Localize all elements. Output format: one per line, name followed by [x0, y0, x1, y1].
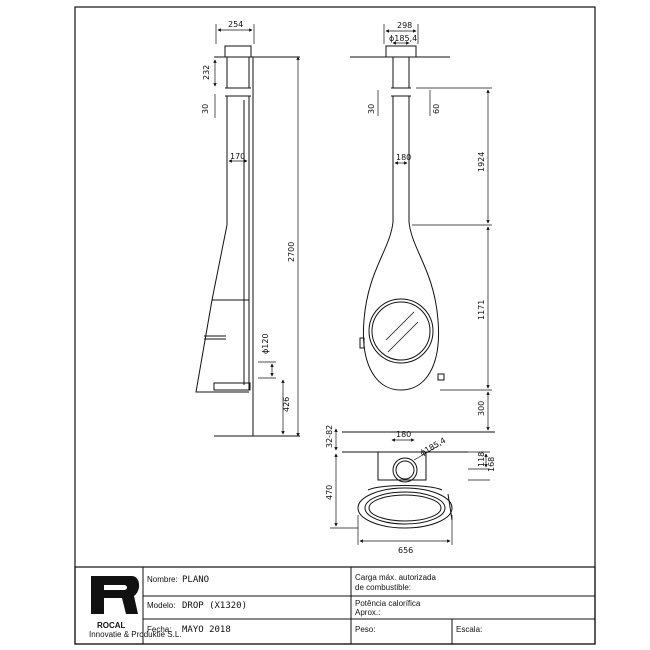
- dim-front-60: 60: [432, 104, 441, 114]
- dim-front-1171: 1171: [477, 300, 486, 320]
- fecha-value: MAYO 2018: [182, 625, 231, 635]
- potencia-label-line2: Aprox.:: [355, 608, 380, 617]
- side-view: [195, 45, 300, 437]
- dim-plan-32-82: 32-82: [325, 425, 334, 448]
- plan-view: [342, 451, 468, 529]
- plan-view-dimensions: [330, 428, 490, 545]
- nombre-value: PLANO: [182, 575, 209, 585]
- dim-plan-470: 470: [325, 485, 334, 500]
- peso-label: Peso:: [355, 625, 375, 634]
- dim-side-232: 232: [202, 65, 211, 80]
- modelo-label: Modelo:: [147, 601, 175, 610]
- dim-front-298: 298: [397, 21, 412, 30]
- dim-side-2700: 2700: [287, 242, 296, 262]
- dim-front-180: 180: [396, 153, 411, 162]
- nombre-label: Nombre:: [147, 575, 178, 584]
- side-view-dimensions: [213, 24, 300, 437]
- dim-side-254: 254: [228, 20, 243, 29]
- dim-side-426: 426: [282, 397, 291, 412]
- escala-label: Escala:: [456, 625, 482, 634]
- dim-plan-168: 168: [487, 457, 496, 472]
- dim-plan-180: 180: [396, 430, 411, 439]
- title-block: ROCAL Innovatie & Produktie S.L. Nombre:…: [74, 566, 596, 645]
- dim-plan-656: 656: [398, 546, 413, 555]
- rocal-logo: ROCAL Innovatie & Produktie S.L.: [89, 576, 182, 639]
- logo-subtext: Innovatie & Produktie S.L.: [89, 630, 182, 639]
- front-view: [342, 45, 495, 433]
- dim-front-30: 30: [367, 104, 376, 114]
- potencia-label-line1: Potência calorífica: [355, 599, 421, 608]
- logo-text: ROCAL: [97, 621, 126, 630]
- front-view-dimension-labels: 298 ϕ185,4 30 60 180 1924 1171 300: [367, 21, 486, 416]
- dim-plan-phi185: ϕ185,4: [419, 436, 448, 458]
- sheet-border: [74, 6, 596, 645]
- dim-front-phi185: ϕ185,4: [389, 34, 417, 43]
- dim-front-1924: 1924: [477, 152, 486, 172]
- front-view-dimensions: [377, 24, 492, 431]
- dim-plan-118: 118: [477, 452, 486, 467]
- modelo-value: DROP (X1320): [182, 601, 247, 611]
- carga-label-line1: Carga máx. autorizada: [355, 573, 436, 582]
- dim-side-30: 30: [201, 104, 210, 114]
- plan-view-dimension-labels: 32-82 180 ϕ185,4 118 168 470 656: [325, 425, 496, 555]
- dim-side-phi120: ϕ120: [261, 333, 270, 354]
- dim-side-170: 170: [230, 152, 245, 161]
- side-view-dimension-labels: 254 232 30 170 2700 ϕ120 426: [201, 20, 296, 412]
- dim-front-300: 300: [477, 401, 486, 416]
- carga-label-line2: de combustible:: [355, 583, 411, 592]
- fecha-label: Fecha:: [147, 625, 171, 634]
